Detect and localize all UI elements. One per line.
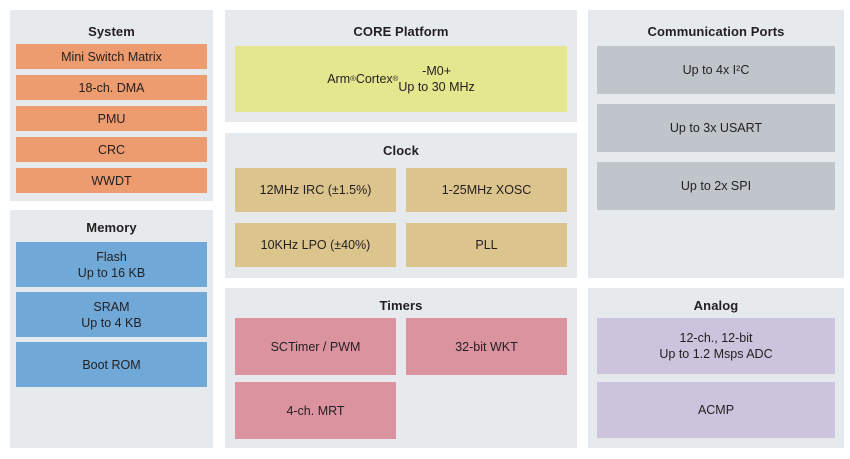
block-boot-rom: Boot ROM [16, 342, 207, 387]
block-mini-switch-matrix: Mini Switch Matrix [16, 44, 207, 69]
block-12mhz-irc: 12MHz IRC (±1.5%) [235, 168, 396, 212]
panel-communication-ports-title: Communication Ports [647, 24, 785, 39]
block-acmp: ACMP [597, 382, 835, 438]
block-usart: Up to 3x USART [597, 104, 835, 152]
panel-core-platform-title: CORE Platform [353, 24, 449, 39]
block-sctimer-pwm: SCTimer / PWM [235, 318, 396, 375]
block-wwdt: WWDT [16, 168, 207, 193]
panel-memory: Memory Flash Up to 16 KB SRAM Up to 4 KB… [10, 210, 213, 448]
block-spi: Up to 2x SPI [597, 162, 835, 210]
block-18ch-dma: 18-ch. DMA [16, 75, 207, 100]
panel-timers-title: Timers [379, 298, 423, 313]
panel-clock-title: Clock [383, 143, 419, 158]
block-32bit-wkt: 32-bit WKT [406, 318, 567, 375]
block-xosc: 1-25MHz XOSC [406, 168, 567, 212]
block-arm-cortex-m0plus: Arm® Cortex®-M0+ Up to 30 MHz [235, 46, 567, 112]
block-flash: Flash Up to 16 KB [16, 242, 207, 287]
block-adc: 12-ch., 12-bit Up to 1.2 Msps ADC [597, 318, 835, 374]
panel-system: System Mini Switch Matrix 18-ch. DMA PMU… [10, 10, 213, 201]
block-lpo: 10KHz LPO (±40%) [235, 223, 396, 267]
block-pll: PLL [406, 223, 567, 267]
block-4ch-mrt: 4-ch. MRT [235, 382, 396, 439]
block-sram: SRAM Up to 4 KB [16, 292, 207, 337]
block-crc: CRC [16, 137, 207, 162]
panel-system-title: System [88, 24, 135, 39]
panel-memory-title: Memory [86, 220, 137, 235]
panel-analog-title: Analog [693, 298, 739, 313]
block-i2c: Up to 4x I²C [597, 46, 835, 94]
panel-communication-ports: Communication Ports Up to 4x I²C Up to 3… [588, 10, 844, 278]
panel-analog: Analog 12-ch., 12-bit Up to 1.2 Msps ADC… [588, 288, 844, 448]
panel-core-platform: CORE Platform Arm® Cortex®-M0+ Up to 30 … [225, 10, 577, 122]
panel-clock: Clock 12MHz IRC (±1.5%) 1-25MHz XOSC 10K… [225, 133, 577, 278]
panel-timers: Timers SCTimer / PWM 32-bit WKT 4-ch. MR… [225, 288, 577, 448]
block-pmu: PMU [16, 106, 207, 131]
